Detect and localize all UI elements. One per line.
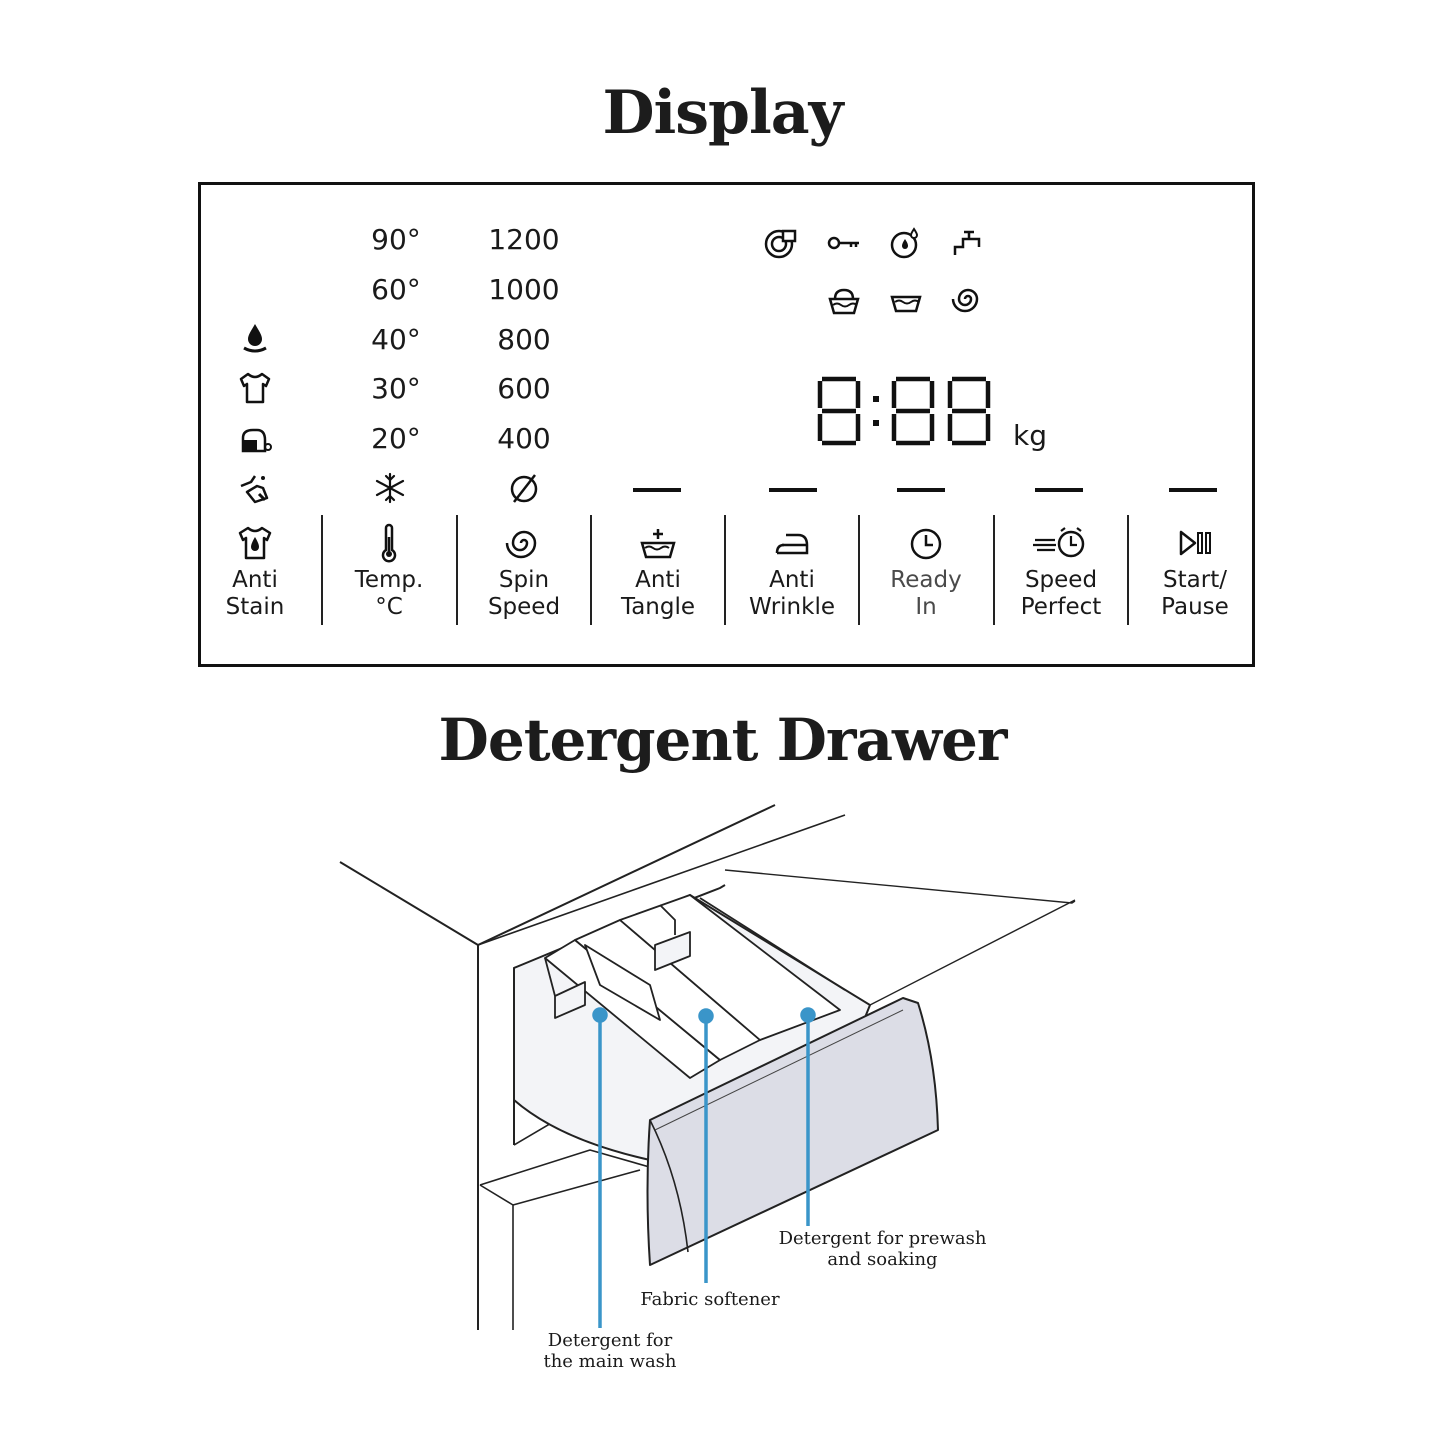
stain-shirt-icon bbox=[235, 523, 275, 563]
indicator-dash bbox=[1035, 488, 1083, 492]
spin-option[interactable]: 800 bbox=[497, 323, 551, 356]
rinse-tub-icon bbox=[887, 281, 925, 317]
indicator-dash bbox=[1169, 488, 1217, 492]
button-label: Start/ bbox=[1163, 567, 1227, 593]
prewash-tub-icon bbox=[825, 281, 863, 317]
callout-text: the main wash bbox=[543, 1351, 677, 1372]
key-lock-icon bbox=[825, 225, 863, 261]
spin-option[interactable]: 1200 bbox=[488, 223, 560, 256]
button-label: Stain bbox=[225, 594, 285, 620]
callout-text: and soaking bbox=[827, 1249, 938, 1270]
iron-icon bbox=[772, 523, 812, 563]
temperature-button[interactable]: Temp.°C bbox=[322, 515, 456, 630]
grass-icon bbox=[233, 418, 277, 458]
control-panel: 90° 60° 40° 30° 20° 1200 1000 800 600 40… bbox=[198, 182, 1255, 667]
drawer-title: Detergent Drawer bbox=[438, 706, 1008, 774]
button-label: °C bbox=[375, 594, 403, 620]
button-label: Wrinkle bbox=[749, 594, 835, 620]
clock-icon bbox=[906, 523, 946, 563]
spin-spiral-icon bbox=[504, 523, 544, 563]
indicator-dash bbox=[633, 488, 681, 492]
thermometer-icon bbox=[369, 523, 409, 563]
spin-option[interactable]: 400 bbox=[497, 422, 551, 455]
callout-main-wash: Detergent for the main wash bbox=[520, 1330, 700, 1372]
display-title: Display bbox=[602, 78, 843, 148]
unit-label: kg bbox=[1013, 419, 1047, 452]
spin-option[interactable]: 1000 bbox=[488, 273, 560, 306]
button-label: Tangle bbox=[620, 594, 696, 620]
anti-tangle-tub-icon bbox=[638, 523, 678, 563]
separator bbox=[724, 515, 726, 625]
stain-drum-icon bbox=[887, 225, 925, 261]
no-spin-icon bbox=[502, 468, 546, 508]
indicator-dash bbox=[769, 488, 817, 492]
separator bbox=[590, 515, 592, 625]
temp-option[interactable]: 40° bbox=[371, 323, 421, 356]
spin-option[interactable]: 600 bbox=[497, 372, 551, 405]
play-pause-icon bbox=[1175, 523, 1215, 563]
callout-text: Detergent for bbox=[547, 1330, 673, 1351]
hand-wash-icon bbox=[233, 468, 277, 508]
temp-option[interactable]: 90° bbox=[371, 223, 421, 256]
callout-prewash: Detergent for prewash and soaking bbox=[770, 1228, 995, 1270]
temp-option[interactable]: 30° bbox=[371, 372, 421, 405]
separator bbox=[993, 515, 995, 625]
button-label: In bbox=[915, 594, 937, 620]
start-pause-button[interactable]: Start/Pause bbox=[1128, 515, 1262, 630]
button-label: Anti bbox=[769, 567, 815, 593]
callout-text: Detergent for prewash bbox=[778, 1228, 987, 1249]
temp-option[interactable]: 20° bbox=[371, 422, 421, 455]
spin-icon bbox=[949, 281, 987, 317]
tap-icon bbox=[949, 225, 987, 261]
button-label: Perfect bbox=[1020, 594, 1102, 620]
separator bbox=[1127, 515, 1129, 625]
blood-drop-icon bbox=[233, 318, 277, 358]
button-label: Anti bbox=[232, 567, 278, 593]
seven-segment-display bbox=[817, 376, 991, 446]
button-label: Temp. bbox=[354, 567, 424, 593]
shirt-icon bbox=[233, 368, 277, 408]
detergent-drawer-illustration bbox=[339, 804, 1076, 1330]
button-label: Pause bbox=[1161, 594, 1229, 620]
separator bbox=[321, 515, 323, 625]
button-label: Anti bbox=[635, 567, 681, 593]
speed-clock-icon bbox=[1031, 523, 1091, 563]
indicator-dash bbox=[897, 488, 945, 492]
snowflake-icon bbox=[368, 468, 412, 508]
button-label: Speed bbox=[487, 594, 561, 620]
temp-option[interactable]: 60° bbox=[371, 273, 421, 306]
button-label: Speed bbox=[1024, 567, 1098, 593]
drum-clean-icon bbox=[762, 225, 800, 261]
button-label: Ready bbox=[890, 567, 962, 593]
separator bbox=[858, 515, 860, 625]
callout-fabric-softener: Fabric softener bbox=[620, 1289, 800, 1310]
button-label: Spin bbox=[498, 567, 550, 593]
callout-text: Fabric softener bbox=[640, 1289, 780, 1310]
separator bbox=[456, 515, 458, 625]
